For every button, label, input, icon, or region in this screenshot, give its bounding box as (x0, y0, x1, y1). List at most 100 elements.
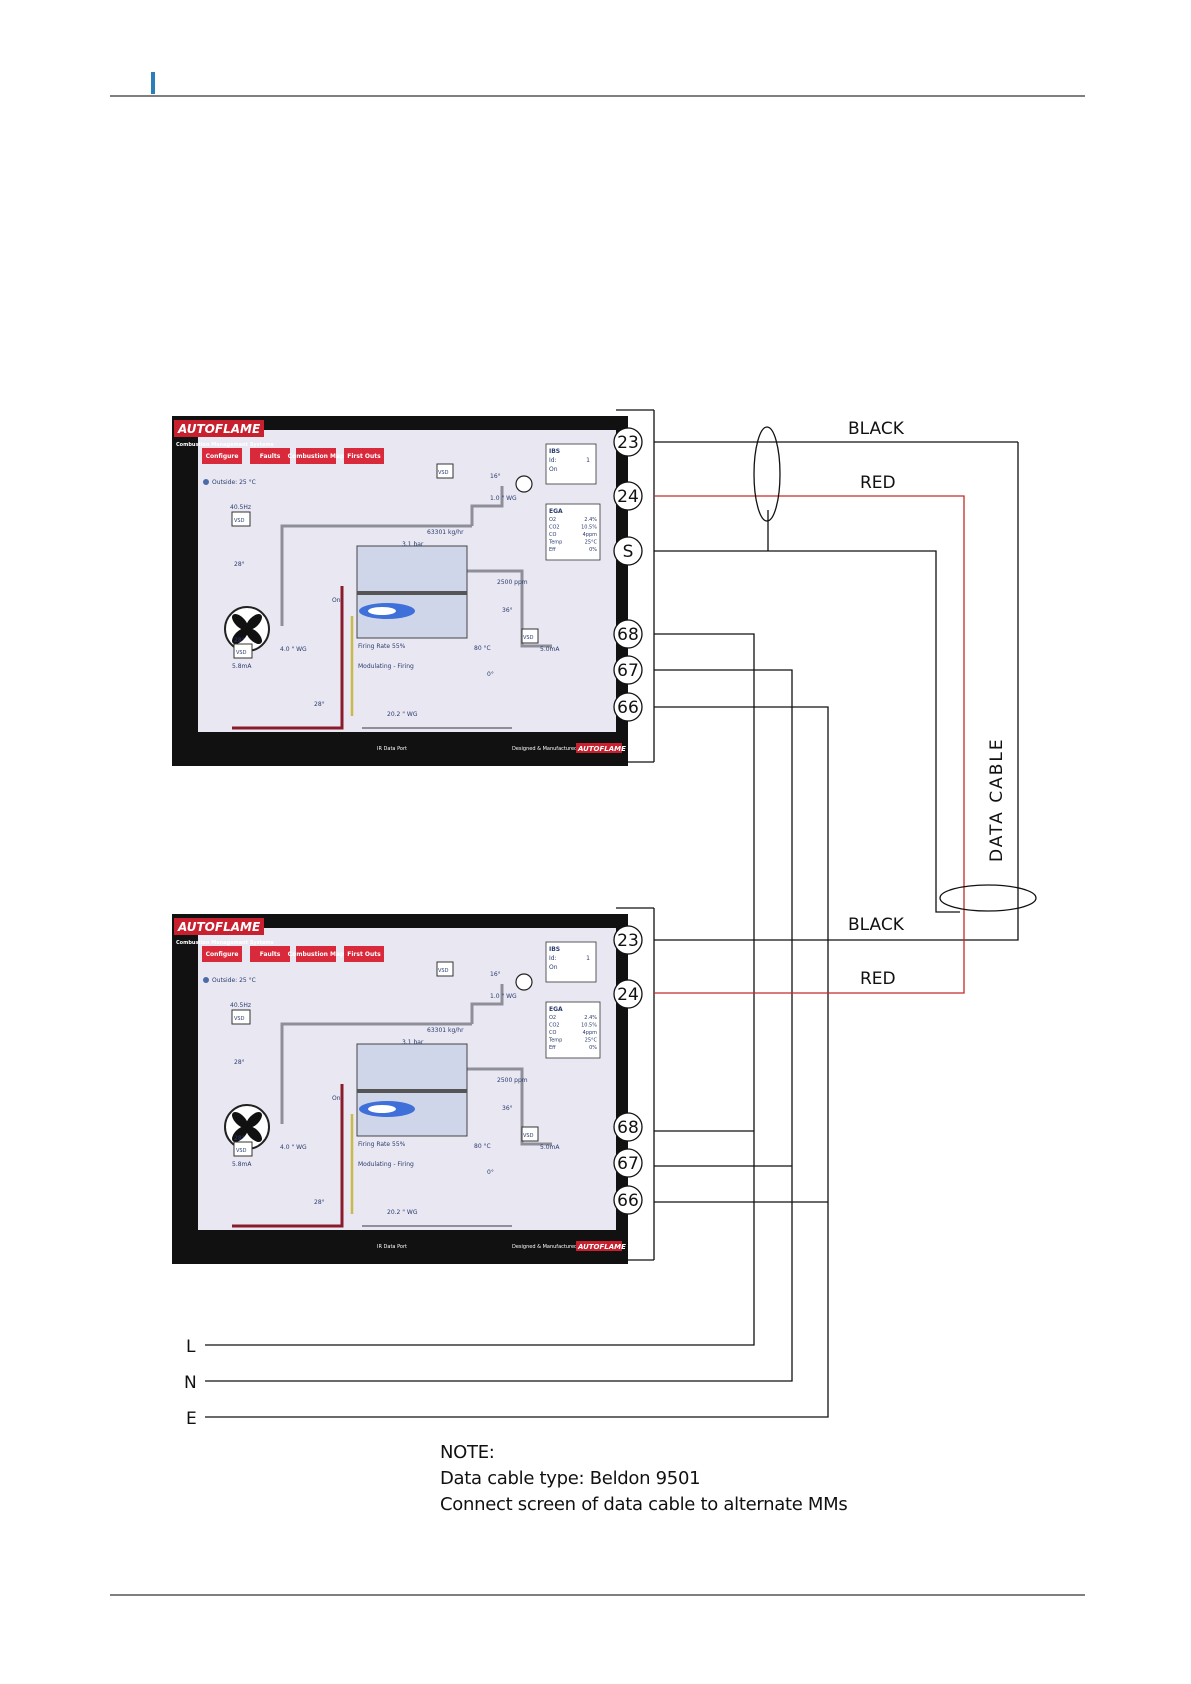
readout-wg_top: 1.0 " WG (490, 495, 517, 502)
ibs-title: IBS (549, 946, 560, 953)
ega-box (545, 1001, 601, 1059)
label-data-cable: DATA CABLE (987, 737, 1007, 862)
terminal-label-23: 23 (617, 931, 639, 951)
vsd-label-a: VSD (234, 518, 245, 524)
ega-row-label: Eff (549, 1045, 556, 1051)
ega-row-label: CO2 (549, 1023, 560, 1029)
footer-port: IR Data Port (377, 746, 407, 752)
ibs-id-value: 1 (586, 955, 590, 962)
supply-label-n: N (184, 1373, 197, 1393)
readout-ppm: 2500 ppm (497, 579, 528, 586)
fan-blade-1 (246, 628, 262, 644)
footer-made: Designed & Manufactured By (512, 1244, 585, 1250)
readout-angle_e: 16° (490, 473, 501, 480)
logo-text: AUTOFLAME (177, 422, 261, 436)
note-line-screen: Connect screen of data cable to alternat… (440, 1494, 848, 1515)
ibs-status: On (549, 964, 558, 971)
screen-button-label-3: First Outs (347, 453, 381, 460)
vsd-box-c (436, 961, 454, 977)
vsd-label-d: VSD (523, 1133, 534, 1139)
terminal-67 (613, 655, 643, 685)
screen-button-label-0: Configure (206, 951, 239, 958)
note-block: NOTE: Data cable type: Beldon 9501 Conne… (440, 1440, 920, 1518)
ega-row-value: 4ppm (583, 1030, 598, 1036)
vsd-label-d: VSD (523, 635, 534, 641)
pipe-gas (232, 586, 344, 730)
terminal-label-68: 68 (617, 1118, 639, 1138)
outside-temp: Outside: 25 °C (212, 479, 256, 486)
ega-row-label: Eff (549, 547, 556, 553)
ega-row-value: 10.5% (581, 1023, 597, 1029)
pipe-flue (470, 486, 504, 526)
fan-blade-3 (232, 1112, 248, 1128)
logo-text: AUTOFLAME (177, 920, 261, 934)
readout-pressure_wg: 4.0 " WG (280, 646, 307, 653)
ibs-box (545, 941, 597, 983)
fan-blade-3 (232, 614, 248, 630)
readout-current_b: 5.0mA (540, 1144, 560, 1151)
ega-title: EGA (549, 1006, 563, 1013)
screen-button-3 (344, 946, 384, 962)
ega-row-label: CO (549, 1030, 556, 1036)
fan-blade-1 (246, 1126, 262, 1142)
readout-steam_flow: 63301 kg/hr (427, 1027, 464, 1034)
ega-row-value: 0% (589, 547, 597, 553)
screen-button-0 (202, 946, 242, 962)
label-red-bottom: RED (860, 969, 896, 989)
flame-core (368, 1105, 396, 1113)
vsd-box-c (436, 463, 454, 479)
pipe-water (462, 569, 552, 648)
readout-mode: Modulating - Firing (358, 1161, 414, 1168)
readout-current: 5.8mA (232, 1161, 252, 1168)
wiring-red (654, 495, 965, 994)
vsd-label-b: VSD (236, 650, 247, 656)
ega-row-label: Temp (548, 540, 562, 546)
readout-temp: 80 °C (474, 1143, 491, 1150)
ega-row-value: 0% (589, 1045, 597, 1051)
ega-title: EGA (549, 508, 563, 515)
ega-row-label: O2 (549, 1015, 556, 1021)
pipe-gas (232, 1084, 344, 1228)
cable-bundle-bottom (939, 884, 1037, 912)
ibs-title: IBS (549, 448, 560, 455)
terminal-label-S: S (623, 542, 634, 562)
terminal-S (613, 536, 643, 566)
terminal-label-68: 68 (617, 625, 639, 645)
terminal-label-24: 24 (617, 487, 639, 507)
readout-angle_b: 28° (234, 637, 245, 644)
wiring (205, 441, 1019, 1418)
pipe-air (280, 1022, 472, 1124)
screen-button-2 (296, 946, 336, 962)
readout-angle_e: 16° (490, 971, 501, 978)
terminal-66 (613, 692, 643, 722)
logo-badge (174, 918, 264, 935)
info-icon (203, 977, 209, 983)
footer-port: IR Data Port (377, 1244, 407, 1250)
logo-subtitle: Combustion Management Systems (176, 442, 274, 448)
pipe-water (462, 1067, 552, 1146)
wire-red (654, 495, 965, 994)
terminal-66 (613, 1185, 643, 1215)
ega-row-label: O2 (549, 517, 556, 523)
vsd-label-c: VSD (438, 968, 449, 974)
screen-button-2 (296, 448, 336, 464)
readout-firing_rate: Firing Rate 55% (358, 643, 406, 650)
readout-angle_d: 36° (502, 1105, 513, 1112)
terminal-23 (613, 925, 643, 955)
ibs-status: On (549, 466, 558, 473)
readout-steam_pressure: 3.1 bar (402, 541, 424, 548)
vsd-box-b (233, 1141, 253, 1157)
ega-row-label: CO2 (549, 525, 560, 531)
vsd-box-d (521, 628, 539, 644)
supply-label-e: E (186, 1409, 197, 1429)
header-accent-bar (151, 72, 155, 94)
vsd-label-c: VSD (438, 470, 449, 476)
screen-button-label-1: Faults (260, 951, 281, 958)
footer-logo-badge (576, 1241, 622, 1251)
readout-gas_wg: 20.2 " WG (387, 1209, 418, 1216)
readout-angle_a: 28° (234, 561, 245, 568)
vsd-box-d (521, 1126, 539, 1142)
